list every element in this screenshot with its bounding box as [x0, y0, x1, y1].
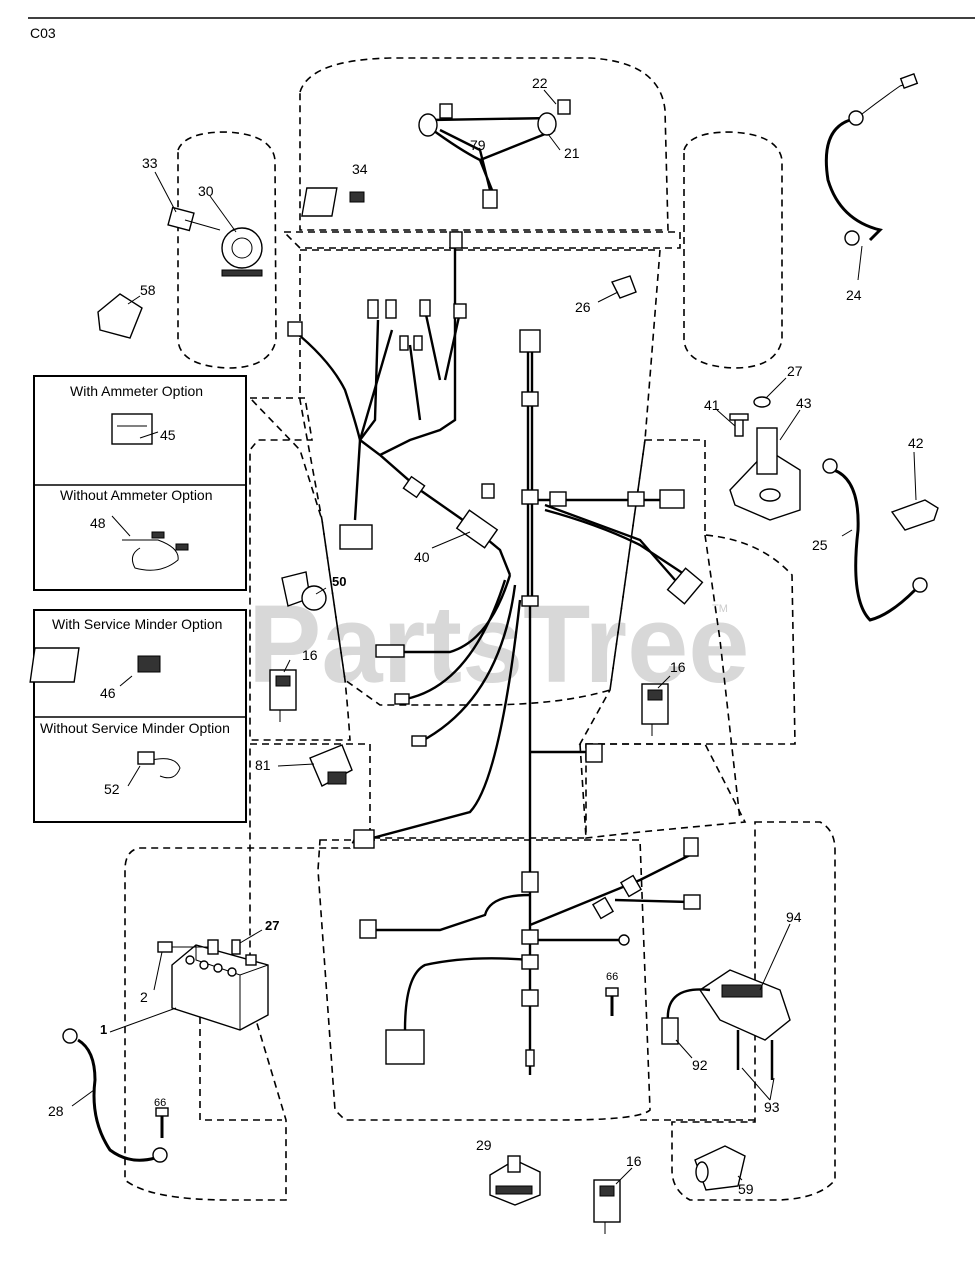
solenoid-43	[729, 396, 801, 521]
callout-93: 93	[764, 1099, 780, 1115]
watermark-tm: TM	[712, 603, 728, 615]
callout-16-right: 16	[670, 659, 686, 675]
ammeter-without-label: Without Ammeter Option	[60, 487, 213, 503]
minder-option-box: With Service Minder Option Without Servi…	[29, 609, 247, 823]
callout-24: 24	[846, 287, 862, 303]
minder-without-label: Without Service Minder Option	[40, 720, 230, 736]
callout-79: 79	[470, 137, 486, 153]
screw-66-right	[605, 987, 619, 1016]
callout-25: 25	[812, 537, 828, 553]
callout-16-bottom: 16	[626, 1153, 642, 1169]
callout-92: 92	[692, 1057, 708, 1073]
part-58	[97, 293, 143, 339]
callout-27-top: 27	[787, 363, 803, 379]
ammeter-option-box: With Ammeter Option Without Ammeter Opti…	[33, 375, 247, 591]
ignition-switch	[167, 206, 263, 277]
callout-22: 22	[532, 75, 548, 91]
callout-59: 59	[738, 1181, 754, 1197]
callout-33: 33	[142, 155, 158, 171]
callout-30: 30	[198, 183, 214, 199]
switch-50	[281, 571, 327, 611]
harness-connectors	[287, 231, 704, 1067]
cable-25	[822, 458, 928, 622]
cable-28	[62, 1028, 168, 1163]
body-outlines	[124, 57, 836, 1201]
minder-with-label: With Service Minder Option	[52, 616, 222, 632]
connector-16-bottom	[593, 1179, 621, 1234]
callout-40: 40	[414, 549, 430, 565]
ammeter-with-label: With Ammeter Option	[70, 383, 203, 399]
relay-81	[309, 744, 353, 787]
callout-42: 42	[908, 435, 924, 451]
callout-34: 34	[352, 161, 368, 177]
switch-34	[301, 187, 365, 217]
leader-lines	[71, 89, 917, 1185]
callout-21: 21	[564, 145, 580, 161]
cable-24	[824, 73, 919, 246]
page-code: C03	[30, 25, 56, 41]
callout-66-left: 66	[154, 1097, 166, 1109]
callout-52: 52	[104, 781, 120, 797]
callout-2: 2	[140, 989, 148, 1005]
callout-41: 41	[704, 397, 720, 413]
callout-46: 46	[100, 685, 116, 701]
callout-28: 28	[48, 1103, 64, 1119]
callout-48: 48	[90, 515, 106, 531]
screw-66-left	[155, 1107, 169, 1138]
callout-29: 29	[476, 1137, 492, 1153]
callout-50: 50	[332, 574, 346, 589]
battery	[157, 939, 269, 1031]
callout-26: 26	[575, 299, 591, 315]
callout-16-left: 16	[302, 647, 318, 663]
callout-45: 45	[160, 427, 176, 443]
part-59	[694, 1145, 746, 1191]
callout-94: 94	[786, 909, 802, 925]
headlight-harness	[418, 99, 571, 209]
callout-27-bottom: 27	[265, 918, 279, 933]
connector-16-right	[641, 683, 669, 736]
connector-16-left	[269, 669, 297, 722]
part-26	[611, 275, 637, 299]
callouts: 22 79 21 34 33 30 58 26 24 27 41 43 42 2…	[48, 75, 924, 1197]
module-94	[661, 969, 791, 1080]
callout-81: 81	[255, 757, 271, 773]
callout-1: 1	[100, 1022, 107, 1037]
callout-58: 58	[140, 282, 156, 298]
boot-42	[890, 499, 939, 531]
callout-43: 43	[796, 395, 812, 411]
callout-66-right: 66	[606, 971, 618, 983]
switch-29	[489, 1155, 541, 1206]
